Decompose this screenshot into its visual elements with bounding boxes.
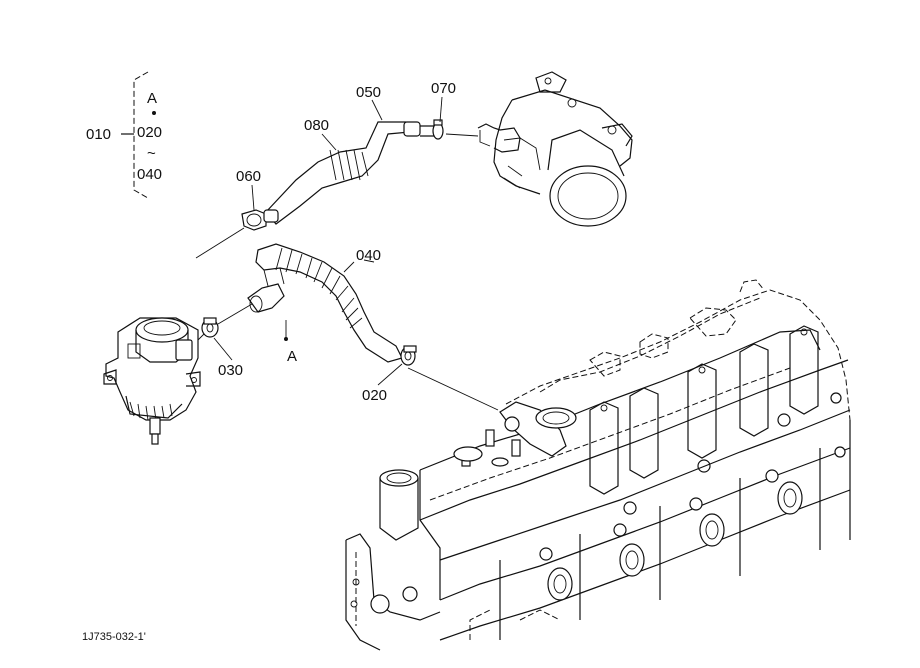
callout-040: 040 bbox=[356, 247, 381, 264]
drawing-code: 1J735-032-1' bbox=[82, 631, 146, 643]
left-valve-assembly bbox=[103, 317, 205, 445]
hose-080-050 bbox=[265, 121, 439, 225]
clamp-070 bbox=[432, 119, 444, 140]
callout-020: 020 bbox=[362, 387, 387, 404]
clamp-020 bbox=[400, 345, 417, 366]
group-bracket: 010 A 020 ~ 040 bbox=[86, 71, 162, 199]
callout-a: A bbox=[287, 348, 297, 365]
callout-050: 050 bbox=[356, 84, 381, 101]
group-id-label: 010 bbox=[86, 126, 111, 143]
group-tilde-label: ~ bbox=[147, 145, 156, 162]
hose-040 bbox=[247, 243, 403, 363]
group-from-label: 020 bbox=[137, 124, 162, 141]
clamp-060 bbox=[241, 209, 279, 231]
callout-080: 080 bbox=[304, 117, 329, 134]
clamp-030 bbox=[201, 317, 219, 338]
group-marker-label: A bbox=[147, 90, 157, 107]
callout-030: 030 bbox=[218, 362, 243, 379]
callout-070: 070 bbox=[431, 80, 456, 97]
callout-060: 060 bbox=[236, 168, 261, 185]
thermostat-housing bbox=[477, 71, 633, 227]
group-to-label: 040 bbox=[137, 166, 162, 183]
cylinder-head bbox=[345, 279, 851, 651]
